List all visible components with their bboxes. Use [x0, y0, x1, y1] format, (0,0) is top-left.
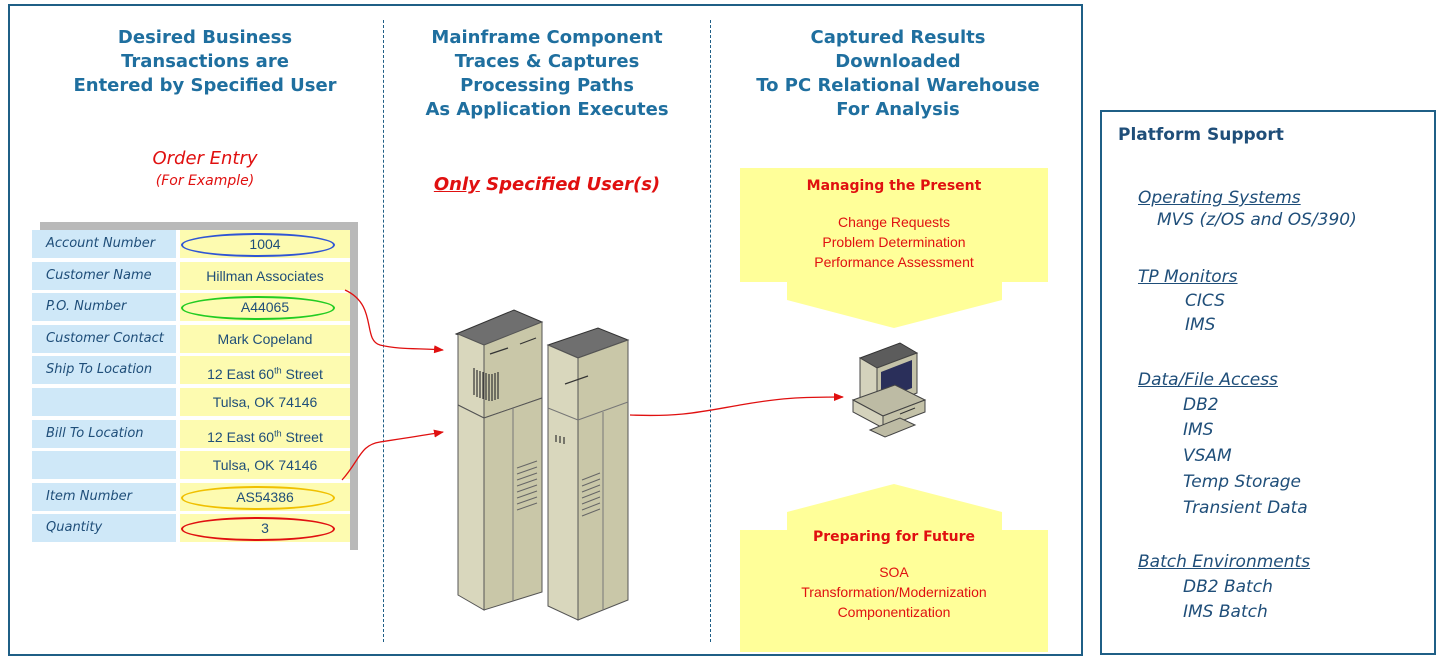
col1-heading-line: Entered by Specified User	[73, 75, 337, 96]
form-row: Ship To Location 12 East 60th Street	[32, 356, 350, 385]
connector-bill-to-mainframe	[341, 429, 444, 481]
form-field-label: Customer Name	[32, 261, 176, 290]
form-field-value: Hillman Associates	[180, 261, 350, 290]
os-heading: Operating Systems	[1138, 188, 1301, 208]
present-callout-arrow	[740, 168, 1048, 328]
batch-heading: Batch Environments	[1138, 552, 1311, 572]
col2-heading-line: Mainframe Component	[431, 27, 663, 48]
future-callout-title: Preparing for Future	[812, 529, 976, 545]
form-field-value-text: 12 East 60th Street	[207, 428, 323, 446]
tp-heading: TP Monitors	[1138, 267, 1238, 287]
col1-heading-line: Desired Business	[117, 27, 293, 48]
col3-heading-line: Captured Results	[810, 27, 986, 48]
connector-mainframe-to-pc	[629, 393, 844, 417]
data-access-item: Temp Storage	[1183, 472, 1302, 492]
form-field-value-text: 12 East 60th Street	[207, 365, 323, 383]
batch-item: DB2 Batch	[1183, 577, 1273, 597]
only-emphasis: Only	[433, 174, 480, 195]
order-entry-title: Order Entry	[152, 148, 258, 169]
future-callout-line: Componentization	[837, 604, 951, 620]
batch-item: IMS Batch	[1183, 602, 1268, 622]
future-callout-arrow	[740, 484, 1048, 652]
highlight-oval	[181, 517, 335, 542]
col3-heading-line: For Analysis	[836, 99, 960, 120]
form-row: Customer Name Hillman Associates	[32, 261, 350, 290]
connector-arrows	[341, 289, 844, 481]
form-row: Bill To Location 12 East 60th Street	[32, 419, 350, 448]
column-divider-1	[383, 20, 384, 642]
form-field-label	[32, 388, 176, 416]
specified-user-text: Specified User(s)	[479, 174, 661, 195]
column-divider-2	[710, 20, 711, 642]
highlight-oval	[181, 233, 335, 257]
form-field-value: AS54386	[180, 482, 350, 511]
data-access-item: VSAM	[1183, 446, 1232, 466]
form-field-value-text: Tulsa, OK 74146	[212, 394, 318, 410]
form-field-value: Tulsa, OK 74146	[180, 388, 350, 416]
form-field-label: Account Number	[32, 230, 176, 258]
mainframe-icon	[454, 309, 630, 621]
present-callout-line: Performance Assessment	[814, 254, 974, 270]
highlight-oval	[181, 296, 335, 321]
form-field-label: P.O. Number	[32, 293, 176, 322]
col3-heading: Captured Results Downloaded To PC Relati…	[718, 26, 1078, 122]
col3-heading-line: Downloaded	[835, 51, 961, 72]
data-access-item: DB2	[1183, 395, 1219, 415]
platform-support-panel	[1100, 110, 1436, 655]
present-callout-lines: Change Requests Problem Determination Pe…	[740, 212, 1048, 272]
form-field-value: Tulsa, OK 74146	[180, 451, 350, 480]
present-callout-line: Problem Determination	[822, 234, 966, 250]
future-callout-line: Transformation/Modernization	[801, 584, 987, 600]
specified-user-note: Only Specified User(s)	[392, 174, 702, 195]
future-callout-line: SOA	[879, 564, 909, 580]
col1-heading: Desired Business Transactions are Entere…	[40, 26, 370, 98]
os-item: MVS (z/OS and OS/390)	[1157, 210, 1357, 230]
form-field-label	[32, 451, 176, 480]
form-row: Tulsa, OK 74146	[32, 451, 350, 480]
col1-heading-line: Transactions are	[121, 51, 289, 72]
form-field-value: Mark Copeland	[180, 324, 350, 353]
connector-customer-to-mainframe	[344, 289, 444, 354]
col3-heading-line: To PC Relational Warehouse	[756, 75, 1040, 96]
col2-heading-line: As Application Executes	[425, 99, 669, 120]
form-field-label: Customer Contact	[32, 324, 176, 353]
present-callout-title: Managing the Present	[806, 178, 982, 194]
tp-item: CICS	[1185, 291, 1225, 311]
col2-heading-line: Traces & Captures	[454, 51, 640, 72]
form-row: Tulsa, OK 74146	[32, 388, 350, 416]
form-field-value: 1004	[180, 230, 350, 258]
highlight-oval	[181, 485, 335, 510]
col2-heading: Mainframe Component Traces & Captures Pr…	[392, 26, 702, 122]
form-field-value: 3	[180, 514, 350, 543]
future-callout-lines: SOA Transformation/Modernization Compone…	[740, 562, 1048, 622]
form-row: Customer Contact Mark Copeland	[32, 324, 350, 353]
form-field-label: Bill To Location	[32, 419, 176, 448]
col2-heading-line: Processing Paths	[460, 75, 634, 96]
form-field-value: A44065	[180, 293, 350, 322]
form-field-label: Quantity	[32, 514, 176, 543]
form-field-value: 12 East 60th Street	[180, 419, 350, 448]
data-access-item: Transient Data	[1183, 498, 1308, 518]
order-entry-note: (For Example)	[155, 173, 255, 189]
form-field-value: 12 East 60th Street	[180, 356, 350, 385]
form-field-value-text: Hillman Associates	[206, 267, 324, 284]
data-access-item: IMS	[1183, 420, 1214, 440]
tp-item: IMS	[1185, 315, 1216, 335]
form-field-value-text: Tulsa, OK 74146	[212, 457, 318, 474]
data-access-heading: Data/File Access	[1138, 370, 1278, 390]
present-callout-line: Change Requests	[837, 214, 951, 230]
platform-support-title: Platform Support	[1118, 125, 1284, 145]
os-item-text: MVS (z/OS and OS/390)	[1157, 210, 1357, 230]
pc-icon	[851, 342, 927, 438]
form-field-label: Ship To Location	[32, 356, 176, 385]
form-field-value-text: Mark Copeland	[217, 330, 313, 347]
form-field-label: Item Number	[32, 482, 176, 511]
